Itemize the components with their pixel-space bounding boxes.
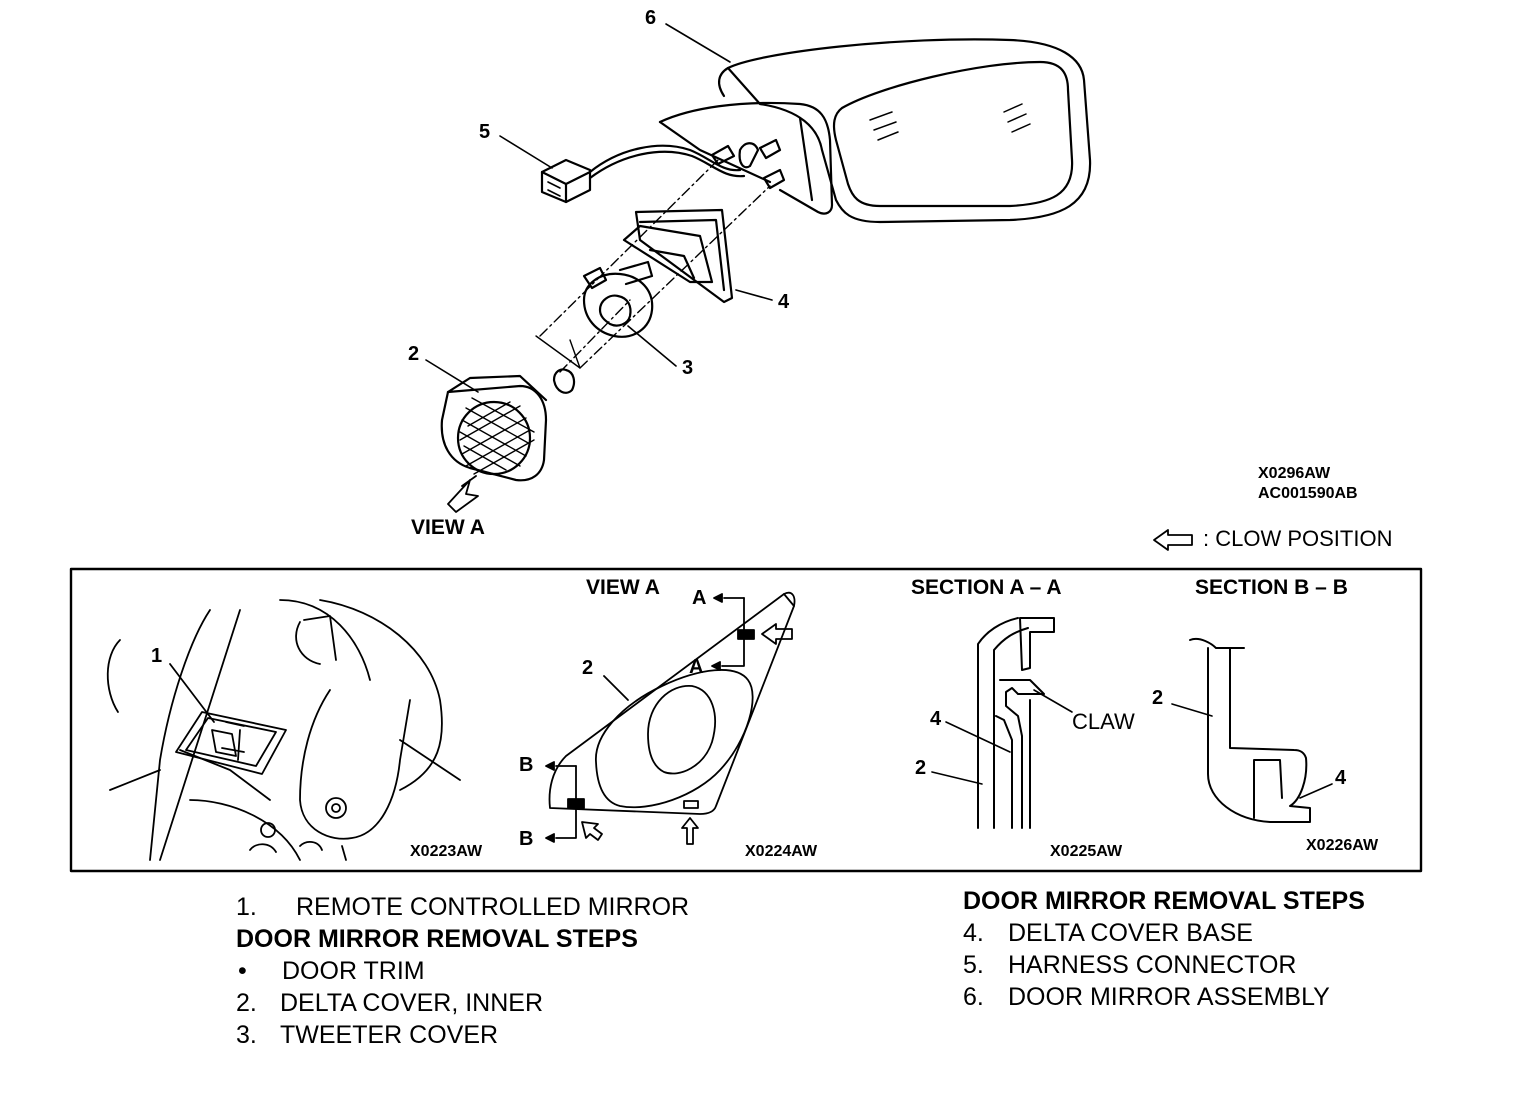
right-parts-list: DOOR MIRROR REMOVAL STEPS 4. DELTA COVER…: [963, 885, 1365, 1013]
list-item-bullet: •: [238, 957, 247, 985]
panel4-callout-4: 4: [1335, 767, 1347, 789]
panel3-title: SECTION A – A: [911, 576, 1062, 599]
callout-5: 5: [479, 121, 491, 143]
panel4-callout-2: 2: [1152, 687, 1164, 709]
claw-label: CLAW: [1072, 709, 1135, 734]
removal-steps-heading-right: DOOR MIRROR REMOVAL STEPS: [963, 887, 1365, 915]
left-parts-list: 1. REMOTE CONTROLLED MIRROR DOOR MIRROR …: [236, 891, 689, 1051]
claw-position-legend: : CLOW POSITION: [1203, 526, 1393, 551]
callout-3: 3: [682, 357, 694, 379]
list-item-text: DOOR TRIM: [282, 957, 425, 985]
panel1-code: X0223AW: [410, 843, 483, 860]
callout-6: 6: [645, 7, 657, 29]
section-b-b-illustration: [1171, 638, 1333, 823]
list-item-text: DOOR MIRROR ASSEMBLY: [1008, 983, 1330, 1011]
claw-position-arrow-icon: [1153, 529, 1193, 551]
view-a-arrow: [447, 475, 479, 513]
tweeter-cover-illustration: [582, 260, 654, 338]
delta-cover-inner-illustration: [440, 374, 548, 482]
list-item: 5. HARNESS CONNECTOR: [963, 949, 1365, 981]
list-item: 6. DOOR MIRROR ASSEMBLY: [963, 981, 1365, 1013]
harness-connector-illustration: [540, 144, 746, 204]
list-item-number: 6.: [963, 983, 984, 1011]
list-item-number: 5.: [963, 951, 984, 979]
cut-label-a-top: A: [692, 587, 707, 609]
callout-leaders: [425, 23, 773, 393]
panel2-title: VIEW A: [586, 576, 660, 599]
cut-label-b-top: B: [519, 754, 534, 776]
cut-label-b-bottom: B: [519, 828, 534, 850]
section-a-a-illustration: [931, 617, 1073, 829]
list-item-text: HARNESS CONNECTOR: [1008, 951, 1297, 979]
list-item-number: 4.: [963, 919, 984, 947]
remote-mirror-switch-illustration: [106, 599, 461, 861]
figure-code-1: X0296AW: [1258, 465, 1331, 482]
panel1-callout-1: 1: [151, 645, 163, 667]
removal-steps-heading-left: DOOR MIRROR REMOVAL STEPS: [236, 925, 638, 953]
callout-4: 4: [778, 291, 790, 313]
door-mirror-assembly-illustration: [658, 38, 1092, 224]
cut-label-a-mid: A: [689, 656, 704, 678]
list-item-text: DELTA COVER BASE: [1008, 919, 1253, 947]
panel3-callout-4: 4: [930, 708, 942, 730]
view-a-delta-cover-illustration: [545, 591, 796, 845]
list-item: 2. DELTA COVER, INNER: [236, 987, 689, 1019]
list-item: 1. REMOTE CONTROLLED MIRROR: [236, 891, 689, 923]
panel4-code: X0226AW: [1306, 837, 1379, 854]
panel2-callout-2: 2: [582, 657, 594, 679]
mounting-studs: [710, 138, 786, 190]
list-item-text: REMOTE CONTROLLED MIRROR: [296, 893, 690, 921]
list-item-number: 1.: [236, 893, 257, 921]
list-item-text: DELTA COVER, INNER: [280, 989, 544, 1017]
view-a-label: VIEW A: [411, 516, 485, 539]
panel2-code: X0224AW: [745, 843, 818, 860]
figure-code-2: AC001590AB: [1258, 485, 1358, 502]
callout-2: 2: [408, 343, 420, 365]
list-item: • DOOR TRIM: [236, 955, 689, 987]
delta-cover-base-illustration: [622, 208, 734, 304]
panel3-code: X0225AW: [1050, 843, 1123, 860]
assembly-centerlines: [539, 159, 771, 373]
views-panel-frame: [69, 567, 1423, 873]
panel4-title: SECTION B – B: [1195, 576, 1348, 599]
panel3-callout-2: 2: [915, 757, 927, 779]
list-item: 4. DELTA COVER BASE: [963, 917, 1365, 949]
list-item-number: 2.: [236, 989, 257, 1017]
list-item: 3. TWEETER COVER: [236, 1019, 689, 1051]
list-item-text: TWEETER COVER: [280, 1021, 499, 1049]
list-item-number: 3.: [236, 1021, 257, 1049]
